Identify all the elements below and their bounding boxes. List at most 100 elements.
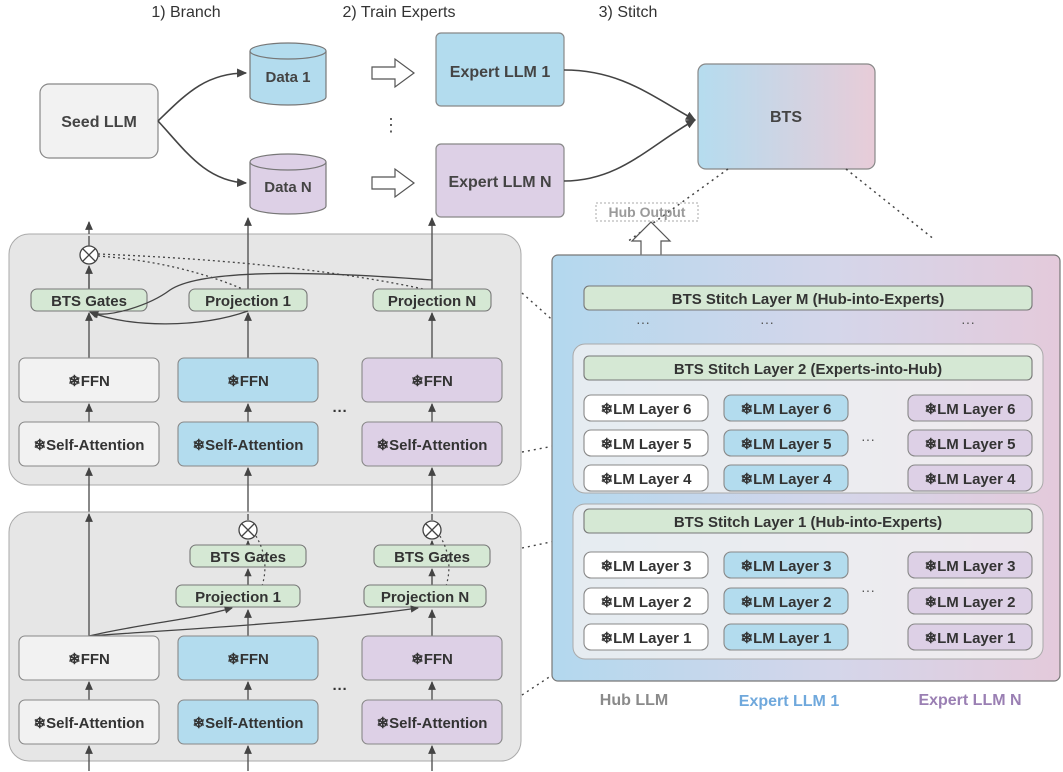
step-train-experts: 2) Train Experts — [343, 4, 456, 21]
branch-arrow-n — [157, 120, 248, 188]
expert-llm-1-box: Expert LLM 1 — [435, 32, 565, 107]
vertical-dots: ⋮ — [382, 115, 400, 135]
step-stitch: 3) Stitch — [599, 4, 658, 21]
attn-expertn-upper: ❄Self-Attention — [361, 421, 503, 467]
svg-text:❄LM Layer 4: ❄LM Layer 4 — [925, 471, 1017, 488]
hub-layer-4: ❄LM Layer 4 — [583, 464, 709, 492]
train-arrow-1 — [371, 57, 416, 89]
bts-gates-lower-n: BTS Gates — [373, 544, 491, 568]
expert1-layer-1: ❄LM Layer 1 — [723, 623, 849, 651]
svg-text:❄LM Layer 1: ❄LM Layer 1 — [601, 630, 692, 647]
stitch-dots: ··· — [760, 314, 774, 330]
hub-layer-6: ❄LM Layer 6 — [583, 394, 709, 422]
stitch-arrow-n — [563, 119, 696, 182]
expert1-layer-6: ❄LM Layer 6 — [723, 394, 849, 422]
svg-text:❄LM Layer 5: ❄LM Layer 5 — [925, 436, 1016, 453]
svg-text:❄Self-Attention: ❄Self-Attention — [377, 437, 488, 454]
svg-text:Projection N: Projection N — [381, 589, 469, 606]
svg-text:❄LM Layer 3: ❄LM Layer 3 — [741, 558, 832, 575]
ffn-expert1-upper: ❄FFN — [177, 357, 319, 403]
svg-text:Projection N: Projection N — [388, 293, 476, 310]
ffn-expert1-lower: ❄FFN — [177, 635, 319, 681]
multiply-glyph — [82, 248, 96, 262]
zoom-connector — [521, 659, 576, 696]
stitch-layer-m: BTS Stitch Layer M (Hub-into-Experts) — [583, 285, 1033, 311]
svg-text:❄LM Layer 1: ❄LM Layer 1 — [741, 630, 832, 647]
attn-hub-upper: ❄Self-Attention — [18, 421, 160, 467]
attn-hub-lower: ❄Self-Attention — [18, 699, 160, 745]
layer-dots: ··· — [861, 582, 875, 598]
svg-text:❄Self-Attention: ❄Self-Attention — [193, 715, 304, 732]
dotted-proj-to-multiply — [255, 535, 266, 587]
svg-text:Projection 1: Projection 1 — [205, 293, 291, 310]
proj1-to-gates — [89, 310, 249, 325]
svg-text:❄LM Layer 4: ❄LM Layer 4 — [601, 471, 693, 488]
svg-text:BTS Gates: BTS Gates — [394, 549, 470, 566]
svg-text:Data 1: Data 1 — [265, 69, 310, 86]
expert1-layer-5: ❄LM Layer 5 — [723, 429, 849, 457]
ffn-expertn-upper: ❄FFN — [361, 357, 503, 403]
svg-text:❄LM Layer 4: ❄LM Layer 4 — [741, 471, 833, 488]
svg-text:BTS Stitch Layer 2 (Experts-in: BTS Stitch Layer 2 (Experts-into-Hub) — [674, 361, 942, 378]
multiply-glyph — [425, 523, 439, 537]
svg-text:BTS: BTS — [770, 109, 802, 126]
projN-to-gates — [90, 272, 433, 319]
expertn-layer-2: ❄LM Layer 2 — [907, 587, 1033, 615]
svg-text:❄LM Layer 6: ❄LM Layer 6 — [601, 401, 692, 418]
hub-to-proj1 — [88, 606, 233, 637]
svg-text:Expert LLM 1: Expert LLM 1 — [450, 64, 551, 81]
svg-text:❄LM Layer 1: ❄LM Layer 1 — [925, 630, 1016, 647]
expertn-layer-6: ❄LM Layer 6 — [907, 394, 1033, 422]
ffn-expertn-lower: ❄FFN — [361, 635, 503, 681]
step-branch: 1) Branch — [151, 4, 220, 21]
expert1-layer-4: ❄LM Layer 4 — [723, 464, 849, 492]
svg-text:❄Self-Attention: ❄Self-Attention — [377, 715, 488, 732]
svg-text:❄Self-Attention: ❄Self-Attention — [34, 715, 145, 732]
svg-text:BTS Stitch Layer 1 (Hub-into-E: BTS Stitch Layer 1 (Hub-into-Experts) — [674, 514, 942, 531]
projection-n-upper: Projection N — [372, 288, 492, 312]
ffn-hub-lower: ❄FFN — [18, 635, 160, 681]
layer-dots: ··· — [861, 431, 875, 447]
svg-text:❄FFN: ❄FFN — [411, 373, 453, 390]
bts-box: BTS — [697, 63, 876, 170]
dotted-projN-to-multiply — [97, 253, 429, 291]
expertn-layer-4: ❄LM Layer 4 — [907, 464, 1033, 492]
ffn-hub-upper: ❄FFN — [18, 357, 160, 403]
expertn-layer-5: ❄LM Layer 5 — [907, 429, 1033, 457]
multiply-glyph — [241, 523, 255, 537]
svg-text:❄Self-Attention: ❄Self-Attention — [193, 437, 304, 454]
svg-text:❄LM Layer 2: ❄LM Layer 2 — [925, 594, 1016, 611]
stitch-dots: ··· — [961, 314, 975, 330]
expert1-layer-2: ❄LM Layer 2 — [723, 587, 849, 615]
stitch-dots: ··· — [636, 314, 650, 330]
hub-to-projN — [88, 605, 419, 637]
dotted-proj-to-multiply — [439, 535, 450, 587]
expert-llm-n-label: Expert LLM N — [918, 692, 1021, 709]
attn-expert1-upper: ❄Self-Attention — [177, 421, 319, 467]
expert-llm-1-label: Expert LLM 1 — [739, 693, 840, 710]
svg-text:❄Self-Attention: ❄Self-Attention — [34, 437, 145, 454]
stitch-layer-2: BTS Stitch Layer 2 (Experts-into-Hub) — [583, 355, 1033, 381]
svg-text:❄FFN: ❄FFN — [68, 651, 110, 668]
svg-text:❄LM Layer 5: ❄LM Layer 5 — [741, 436, 832, 453]
zoom-line-right — [845, 168, 936, 241]
svg-text:Data N: Data N — [264, 179, 312, 196]
svg-text:❄LM Layer 3: ❄LM Layer 3 — [601, 558, 692, 575]
svg-text:❄LM Layer 6: ❄LM Layer 6 — [925, 401, 1016, 418]
hub-output-label: Hub Output — [609, 204, 686, 220]
svg-text:❄LM Layer 2: ❄LM Layer 2 — [741, 594, 832, 611]
svg-text:❄LM Layer 2: ❄LM Layer 2 — [601, 594, 692, 611]
hub-layer-1: ❄LM Layer 1 — [583, 623, 709, 651]
train-arrow-n — [371, 167, 416, 199]
expertn-layer-3: ❄LM Layer 3 — [907, 551, 1033, 579]
attn-expert1-lower: ❄Self-Attention — [177, 699, 319, 745]
svg-text:BTS Gates: BTS Gates — [210, 549, 286, 566]
expert1-layer-3: ❄LM Layer 3 — [723, 551, 849, 579]
svg-text:Projection 1: Projection 1 — [195, 589, 281, 606]
svg-text:❄FFN: ❄FFN — [227, 651, 269, 668]
svg-text:❄LM Layer 5: ❄LM Layer 5 — [601, 436, 692, 453]
bts-gates-upper: BTS Gates — [30, 288, 148, 312]
projection-n-lower: Projection N — [363, 584, 487, 608]
svg-text:Seed LLM: Seed LLM — [61, 114, 137, 131]
